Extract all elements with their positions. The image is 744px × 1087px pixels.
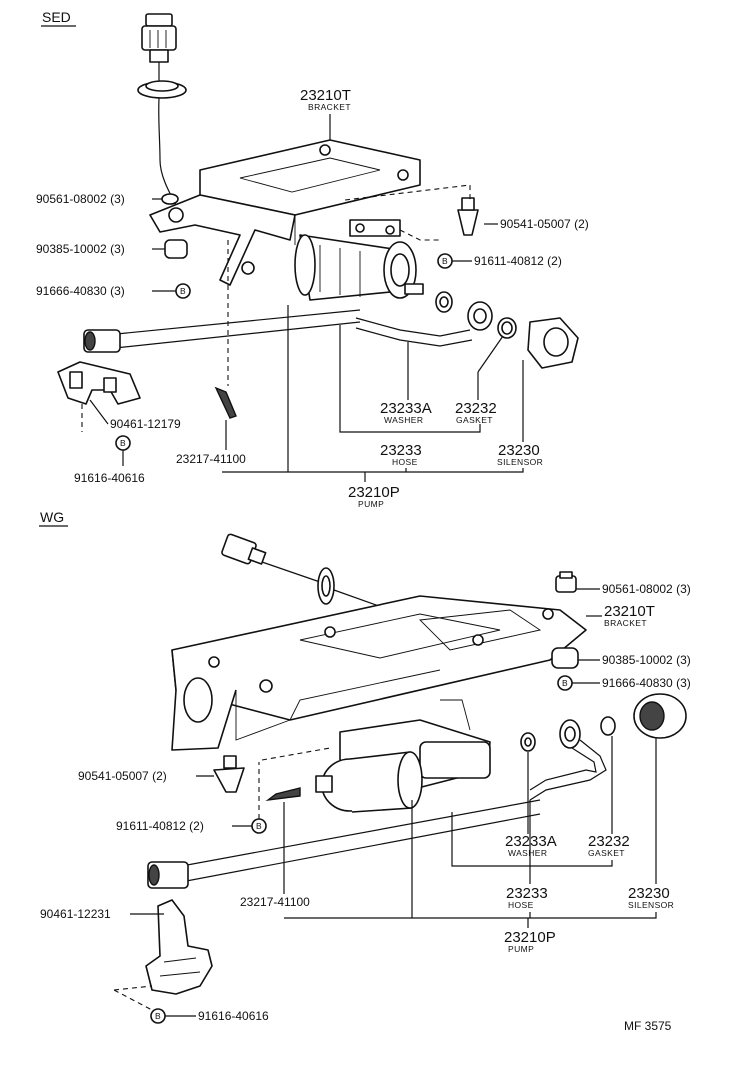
- label-sed-r1: 90541-05007 (2): [500, 217, 589, 231]
- label-wg-l1: 90541-05007 (2): [78, 769, 167, 783]
- sed-cushion: [164, 239, 188, 259]
- label-wg-r3: 91666-40830 (3): [602, 676, 691, 690]
- label-wg-pump-number: 23210P: [504, 929, 556, 946]
- label-wg-silensor-number: 23230: [628, 885, 670, 902]
- label-sed-silensor-sub: SILENSOR: [497, 457, 543, 467]
- label-wg-gasket-sub: GASKET: [588, 848, 625, 858]
- label-sed-clip-b: 91616-40616: [74, 471, 145, 485]
- sed-clip: [57, 361, 141, 405]
- sed-sender-unit: [137, 13, 187, 206]
- section-label-sed: SED: [42, 9, 71, 25]
- b-marker: [175, 283, 191, 299]
- wg-pump-motor: [315, 699, 491, 813]
- sed-washer: [435, 291, 453, 313]
- sed-grommet-guide: [344, 184, 471, 201]
- svg-text:B: B: [155, 1011, 161, 1021]
- label-sed-hose-sub: HOSE: [392, 457, 418, 467]
- svg-text:B: B: [180, 286, 186, 296]
- label-wg-r1: 90561-08002 (3): [602, 582, 691, 596]
- label-wg-silensor-sub: SILENSOR: [628, 900, 674, 910]
- label-wg-clip-b: 91616-40616: [198, 1009, 269, 1023]
- svg-text:B: B: [256, 821, 262, 831]
- sed-pump-motor: [294, 219, 424, 301]
- label-wg-r2: 90385-10002 (3): [602, 653, 691, 667]
- sed-fuel-line: [83, 309, 361, 353]
- label-sed-silensor-number: 23230: [498, 442, 540, 459]
- section-label-wg: WG: [40, 509, 64, 525]
- wg-gasket: [600, 716, 616, 736]
- label-sed-hose-number: 23233: [380, 442, 422, 459]
- sed-hose-fitting: [467, 301, 493, 331]
- label-wg-washer-number: 23233A: [505, 833, 557, 850]
- label-sed-pump-sub: PUMP: [358, 499, 384, 509]
- wg-fuel-line: [147, 799, 541, 889]
- diagram-code: MF 3575: [624, 1019, 672, 1033]
- label-wg-bracket-sub: BRACKET: [604, 618, 647, 628]
- sed-bracket: [149, 139, 421, 286]
- label-wg-gasket-number: 23232: [588, 833, 630, 850]
- label-sed-l3: 91666-40830 (3): [36, 284, 125, 298]
- wg-cushion: [551, 647, 579, 669]
- wg-grommet-guide: [261, 747, 331, 761]
- wg-sender-unit: [221, 533, 391, 611]
- label-sed-clip: 90461-12179: [110, 417, 181, 431]
- label-sed-washer-number: 23233A: [380, 400, 432, 417]
- sed-washer-small: [161, 193, 179, 205]
- sed-silensor: [527, 317, 579, 369]
- wg-clip: [145, 899, 213, 995]
- label-sed-pump-number: 23210P: [348, 484, 400, 501]
- svg-text:B: B: [120, 438, 126, 448]
- label-sed-bracket-number: 23210T: [300, 87, 351, 104]
- wg-grommet: [213, 755, 245, 793]
- label-wg-l2: 91611-40812 (2): [116, 819, 204, 833]
- wg-washer: [520, 732, 536, 752]
- sed-gasket: [497, 317, 517, 339]
- label-wg-hose-sub: HOSE: [508, 900, 534, 910]
- label-sed-gasket-number: 23232: [455, 400, 497, 417]
- svg-text:B: B: [562, 678, 568, 688]
- wg-silensor: [633, 693, 687, 739]
- sed-hose: [355, 317, 471, 337]
- label-sed-washer-sub: WASHER: [384, 415, 423, 425]
- label-wg-screw: 23217-41100: [240, 895, 310, 909]
- label-wg-bracket-number: 23210T: [604, 603, 655, 620]
- label-wg-pump-sub: PUMP: [508, 944, 534, 954]
- label-sed-gasket-sub: GASKET: [456, 415, 493, 425]
- sed-grommet: [457, 197, 479, 236]
- sed-bolt-guide: [399, 229, 440, 241]
- sed-screw: [214, 386, 237, 419]
- label-wg-hose-number: 23233: [506, 885, 548, 902]
- wg-washer-small: [555, 571, 577, 593]
- wg-bracket: [171, 595, 587, 751]
- label-sed-l2: 90385-10002 (3): [36, 242, 125, 256]
- wg-clip-guide: [113, 985, 153, 1011]
- wg-screw: [265, 787, 301, 802]
- label-sed-screw: 23217-41100: [176, 452, 246, 466]
- label-sed-r2: 91611-40812 (2): [474, 254, 562, 268]
- label-sed-l1: 90561-08002 (3): [36, 192, 125, 206]
- label-wg-clip: 90461-12231: [40, 907, 111, 921]
- label-sed-bracket-sub: BRACKET: [308, 102, 351, 112]
- svg-text:B: B: [442, 256, 448, 266]
- label-wg-washer-sub: WASHER: [508, 848, 547, 858]
- wg-hose-fitting: [529, 719, 607, 801]
